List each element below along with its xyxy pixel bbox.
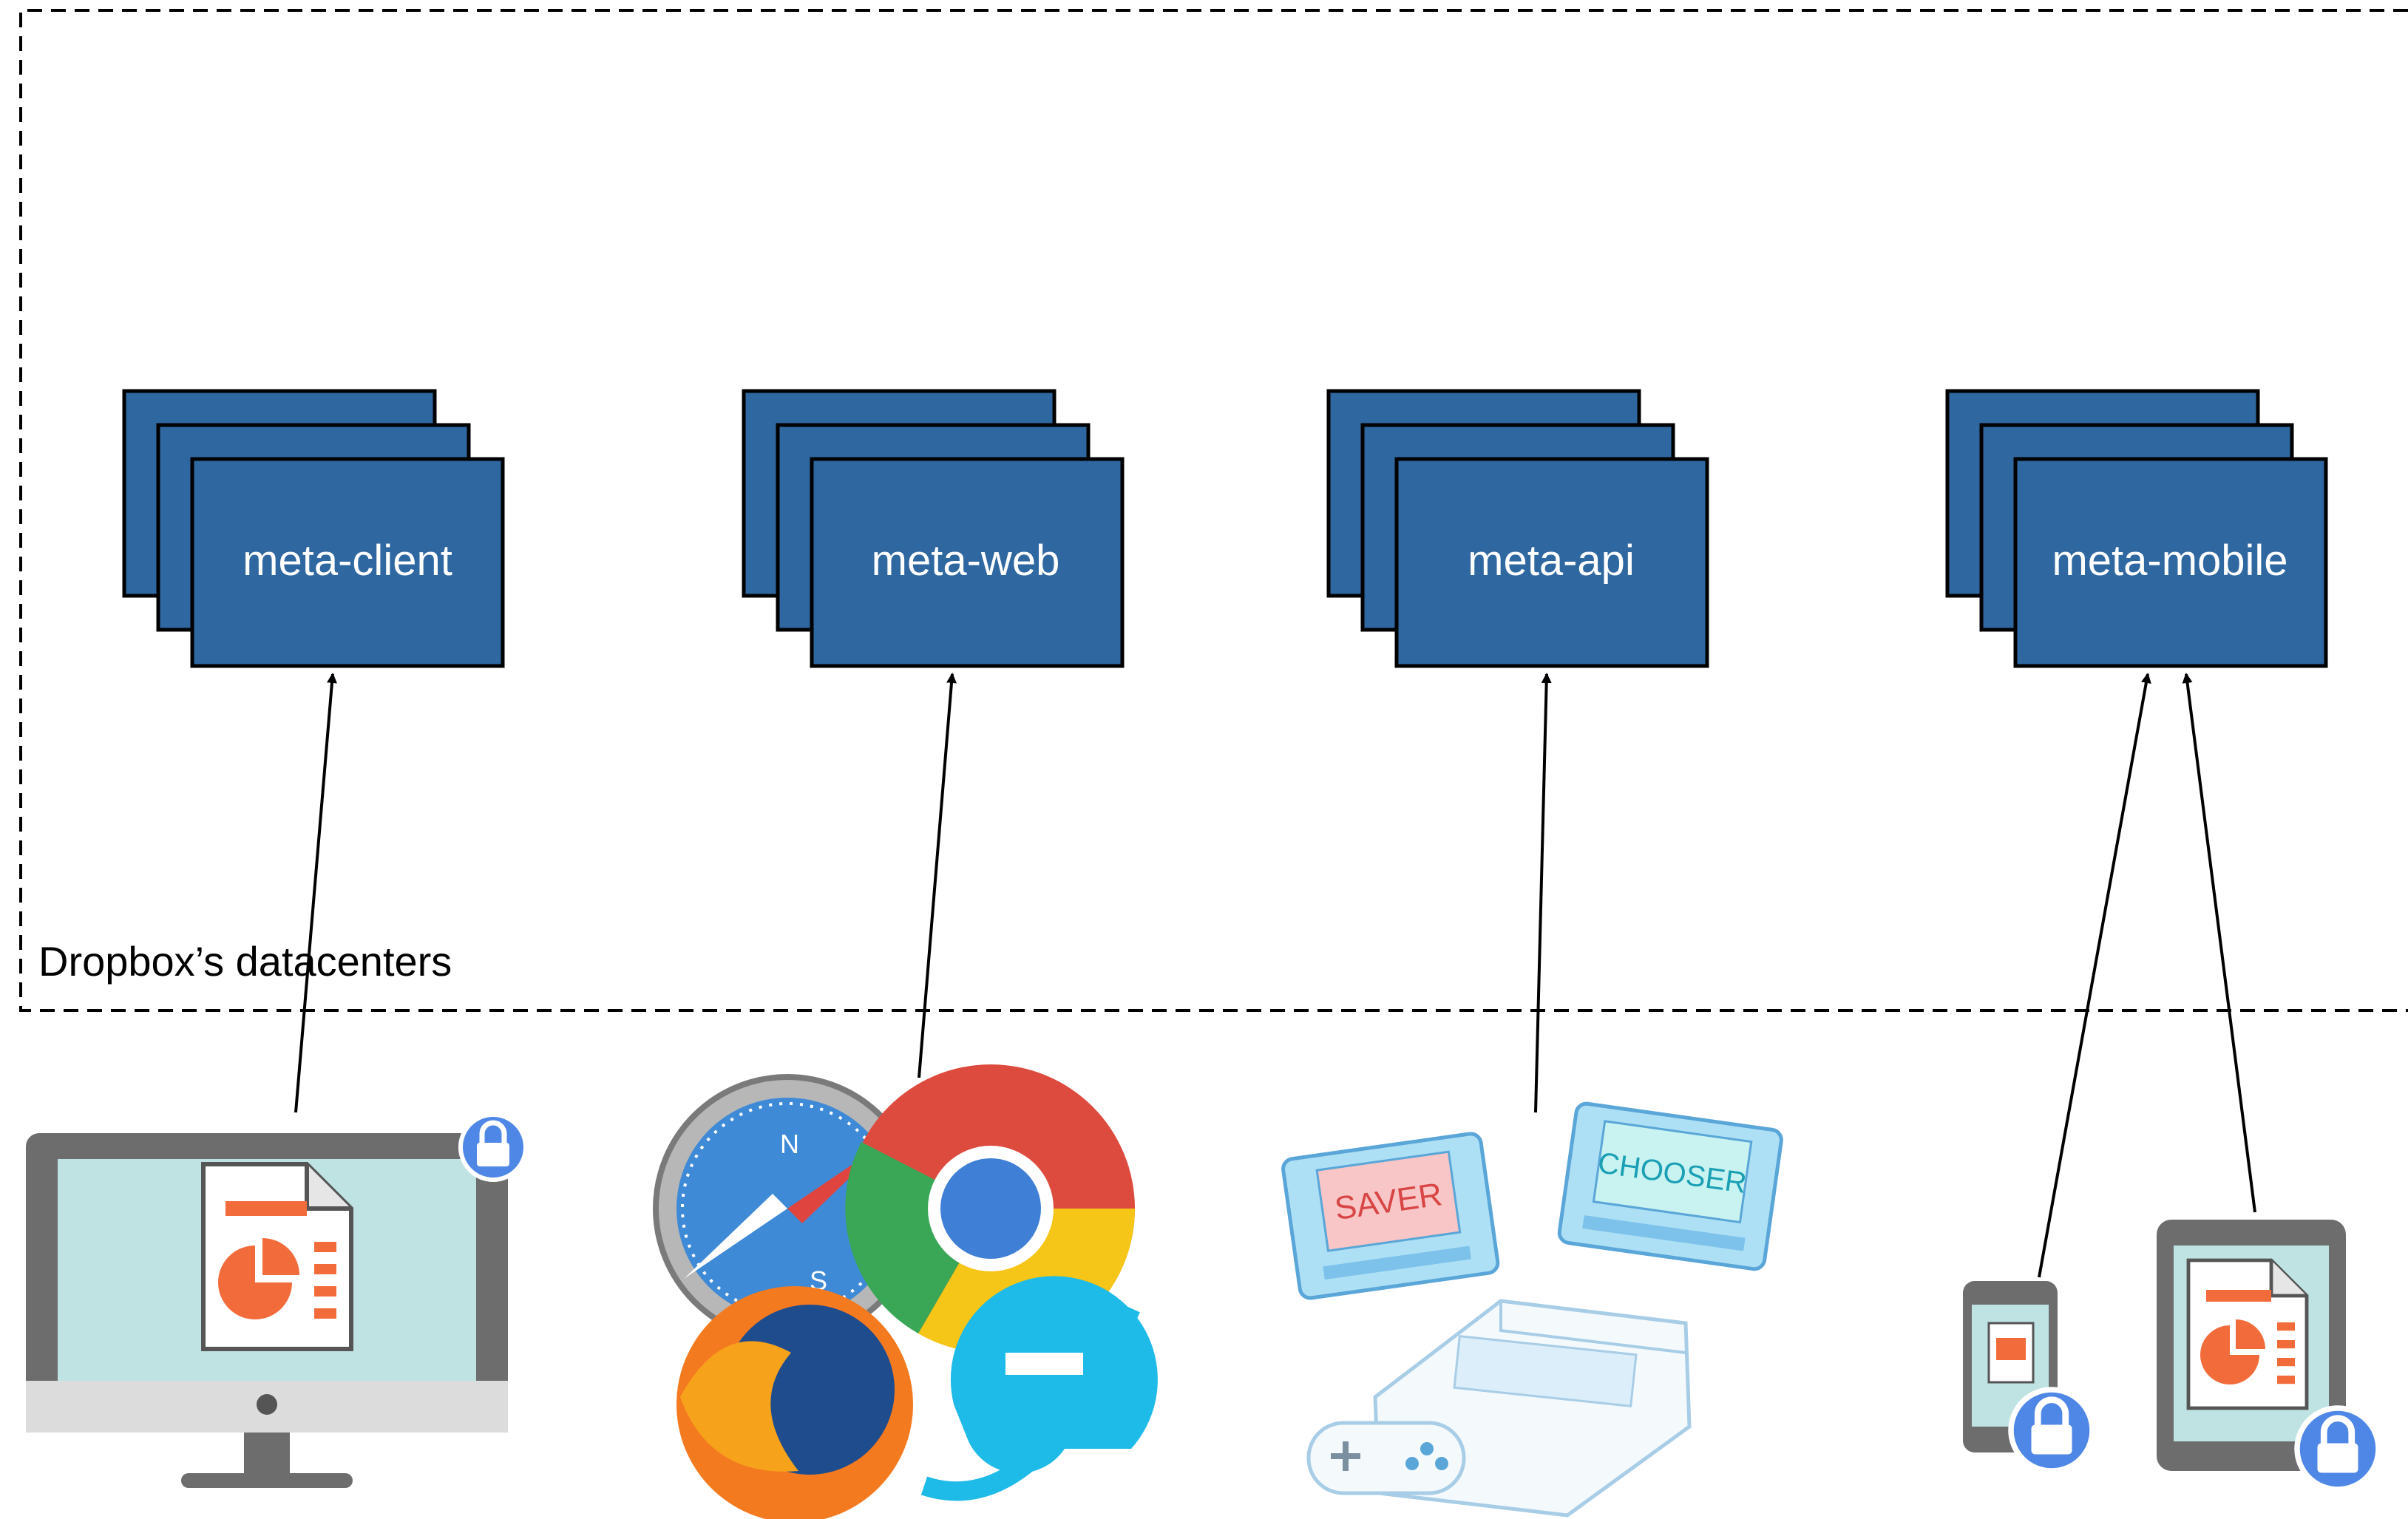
datacenter-boundary: Dropbox’s datacenters	[19, 9, 2408, 1012]
service-label: meta-client	[243, 537, 452, 585]
desktop-monitor-icon	[26, 1115, 526, 1488]
game-console-icon	[1306, 1299, 1692, 1518]
tablet-icon	[2157, 1220, 2378, 1489]
lock-icon	[461, 1115, 526, 1180]
service-meta-web: meta-web	[742, 389, 1125, 668]
arrow-tablet-to-meta-mobile	[2182, 673, 2256, 1213]
saver-cartridge-icon: SAVER	[1281, 1132, 1500, 1300]
service-meta-api: meta-api	[1326, 389, 1709, 668]
api-apps-icon-group: SAVER CHOOSER	[1281, 1101, 1783, 1518]
arrow-apps-to-meta-api	[1534, 673, 1552, 1113]
lock-icon	[2011, 1390, 2092, 1471]
phone-icon	[1963, 1281, 2092, 1471]
mobile-icon-group	[1963, 1220, 2378, 1489]
connection-arrows	[294, 673, 2256, 1278]
arrow-phone-to-meta-mobile	[2038, 673, 2151, 1278]
arrow-desktop-to-meta-client	[294, 673, 337, 1113]
datacenter-label: Dropbox’s datacenters	[38, 938, 452, 985]
internet-explorer-icon	[920, 1276, 1158, 1501]
arrow-browsers-to-meta-web	[918, 673, 957, 1078]
svg-text:N: N	[780, 1129, 799, 1159]
service-meta-client: meta-client	[122, 389, 505, 668]
service-label: meta-web	[872, 537, 1060, 585]
service-label: meta-mobile	[2052, 537, 2287, 585]
chooser-cartridge-icon: CHOOSER	[1557, 1101, 1783, 1271]
presentation-file-icon	[2188, 1260, 2307, 1408]
lock-icon	[2297, 1408, 2378, 1489]
browsers-icon-group: N S	[653, 1064, 1158, 1519]
presentation-file-icon	[203, 1164, 351, 1349]
service-label: meta-api	[1468, 537, 1635, 585]
firefox-icon	[676, 1286, 913, 1519]
service-meta-mobile: meta-mobile	[1945, 389, 2328, 668]
